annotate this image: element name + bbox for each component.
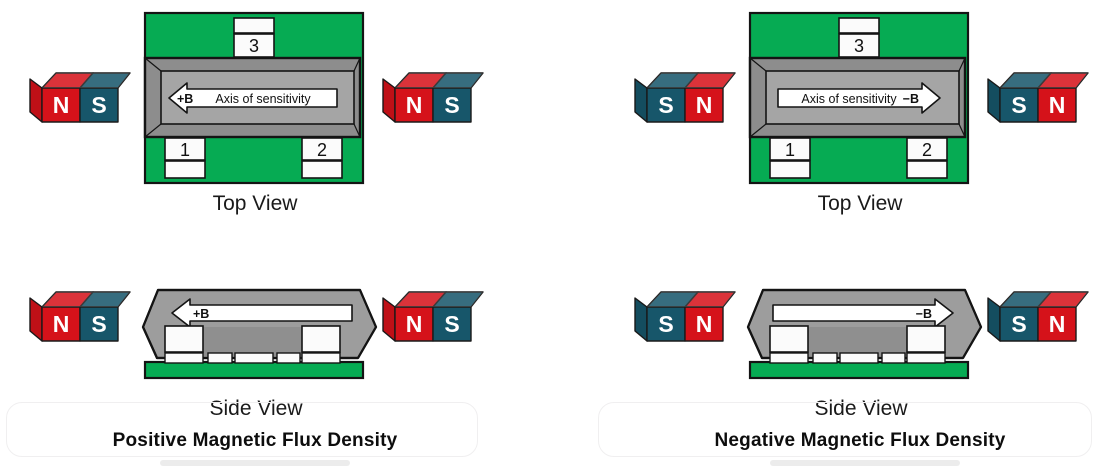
- pole-label-left: S: [1011, 92, 1026, 118]
- magnet-front-right: [684, 306, 724, 342]
- pcb-board-side: [143, 360, 365, 380]
- pole-label-left: S: [1011, 311, 1026, 337]
- magnet-front-right: [1037, 87, 1077, 123]
- pin3-lead: [233, 17, 275, 34]
- top-view-diagram: 3 +B Axis of sensitivity 1 2: [143, 11, 365, 185]
- pin3-label: 3: [249, 36, 259, 56]
- axis-label: Axis of sensitivity: [801, 92, 897, 106]
- pin-left: [769, 325, 809, 353]
- pin2-pad: [906, 137, 948, 161]
- divider-bar: [160, 460, 350, 466]
- pin-right: [301, 325, 341, 353]
- pin1-lead: [164, 160, 206, 179]
- pcb-board-side: [748, 360, 970, 380]
- card-edge: [6, 402, 478, 457]
- pin2-lead: [906, 160, 948, 179]
- pin1-pad: [164, 137, 206, 161]
- pole-label-right: S: [444, 311, 459, 337]
- pin1-lead: [769, 160, 811, 179]
- pin3-lead: [838, 17, 880, 34]
- pin-foot: [881, 352, 906, 364]
- pole-label-right: S: [91, 311, 106, 337]
- magnet-front-right: [684, 87, 724, 123]
- flux-label: +B: [177, 92, 193, 106]
- axis-arrow: [168, 82, 338, 114]
- pole-label-left: N: [53, 92, 70, 118]
- magnet-front-right: [432, 306, 472, 342]
- top-view-caption: Top View: [817, 192, 903, 215]
- pole-label-right: S: [91, 92, 106, 118]
- pin1-label: 1: [180, 140, 190, 160]
- pin-right-foot: [906, 352, 946, 364]
- pole-label-right: S: [444, 92, 459, 118]
- side-view-diagram: +B: [141, 288, 378, 380]
- magnet-front-right: [432, 87, 472, 123]
- flux-density-caption: Positive Magnetic Flux Density: [112, 430, 398, 451]
- pole-label-left: N: [406, 311, 423, 337]
- pin-left-foot: [769, 352, 809, 364]
- axis-arrow: [777, 82, 941, 114]
- divider-bar: [770, 460, 960, 466]
- pole-label-right: N: [696, 92, 713, 118]
- flux-label-side: +B: [193, 307, 209, 321]
- pin-foot: [839, 352, 879, 364]
- pole-label-left: S: [658, 92, 673, 118]
- flux-density-caption: Negative Magnetic Flux Density: [714, 430, 1006, 451]
- card-edge: [598, 402, 1092, 457]
- axis-label: Axis of sensitivity: [215, 92, 311, 106]
- pin-foot: [276, 352, 301, 364]
- pin-foot: [812, 352, 838, 364]
- pin-right-foot: [301, 352, 341, 364]
- pin2-lead: [301, 160, 343, 179]
- pin1-pad: [769, 137, 811, 161]
- pin-left: [164, 325, 204, 353]
- pin2-pad: [301, 137, 343, 161]
- pin-foot: [234, 352, 274, 364]
- pin1-label: 1: [785, 140, 795, 160]
- pole-label-right: N: [1049, 92, 1066, 118]
- pin2-label: 2: [317, 140, 327, 160]
- pole-label-left: N: [53, 311, 70, 337]
- pin-foot: [207, 352, 233, 364]
- pin2-label: 2: [922, 140, 932, 160]
- pin-left-foot: [164, 352, 204, 364]
- pole-label-left: N: [406, 92, 423, 118]
- magnet-front-right: [79, 87, 119, 123]
- pin3-label: 3: [854, 36, 864, 56]
- pole-label-right: N: [1049, 311, 1066, 337]
- magnet-front-right: [1037, 306, 1077, 342]
- flux-label-side: −B: [916, 307, 932, 321]
- pole-label-right: N: [696, 311, 713, 337]
- top-view-diagram: 3 Axis of sensitivity −B 1 2: [748, 11, 970, 185]
- side-view-diagram: −B: [746, 288, 983, 380]
- pin-right: [906, 325, 946, 353]
- top-view-caption: Top View: [212, 192, 298, 215]
- magnet-front-right: [79, 306, 119, 342]
- flux-label: −B: [903, 92, 919, 106]
- pole-label-left: S: [658, 311, 673, 337]
